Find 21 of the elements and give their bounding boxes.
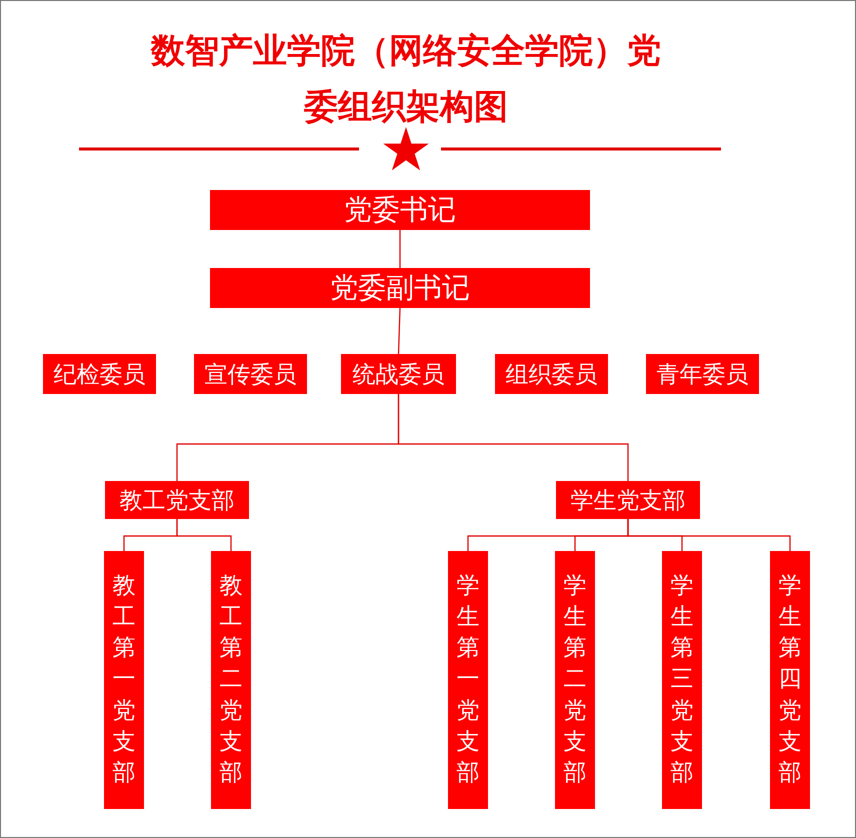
org-box: 统战委员 (341, 354, 456, 394)
title: 数智产业学院（网络安全学院）党委组织架构图 (150, 30, 662, 129)
org-box: 青年委员 (646, 354, 759, 394)
connector-line (398, 308, 401, 354)
org-box: 学生第四党支部 (770, 551, 810, 809)
org-box: 宣传委员 (194, 354, 307, 394)
org-box: 党委书记 (210, 190, 590, 230)
org-box: 学生第三党支部 (662, 551, 702, 809)
org-box: 学生第一党支部 (448, 551, 488, 809)
org-box: 学生党支部 (556, 481, 700, 519)
connector-line (176, 519, 232, 551)
org-box: 教工党支部 (105, 481, 249, 519)
connector-line (398, 394, 629, 481)
org-box: 教工第二党支部 (211, 551, 251, 809)
org-box: 纪检委员 (43, 354, 156, 394)
connector-line (627, 519, 791, 551)
org-box: 学生第二党支部 (555, 551, 595, 809)
connector-line (399, 230, 401, 268)
org-box: 组织委员 (495, 354, 608, 394)
org-box: 党委副书记 (210, 268, 590, 308)
org-box: 教工第一党支部 (104, 551, 144, 809)
